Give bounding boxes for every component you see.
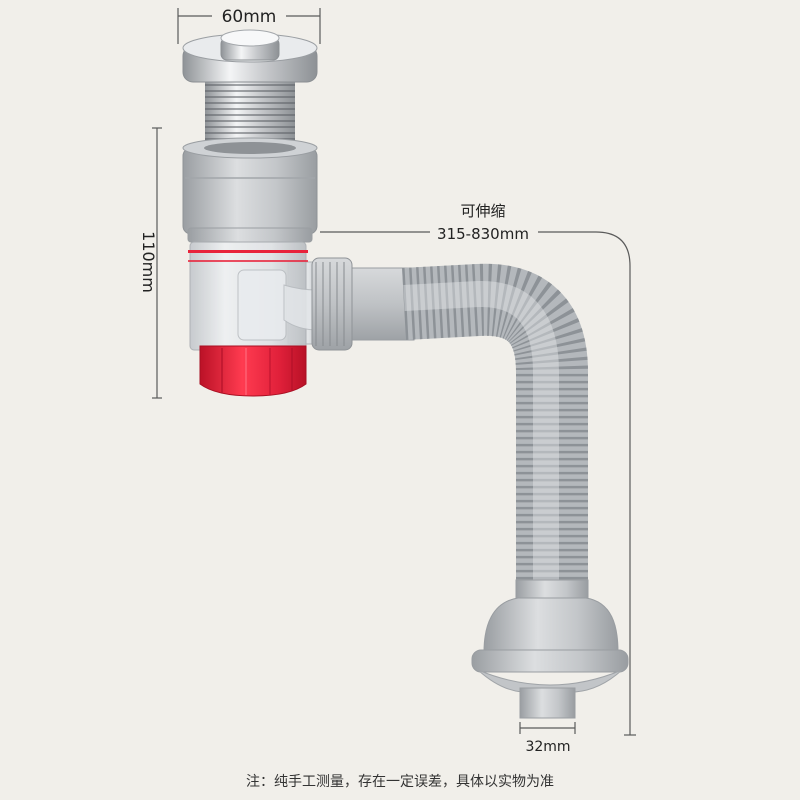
coupling-nut-body: [182, 147, 318, 235]
coupling-nut-lip: [187, 227, 313, 243]
outlet-diameter-label: 32mm: [525, 739, 570, 755]
inner-standpipe: [237, 269, 287, 341]
outlet-tube: [519, 687, 576, 719]
red-nut-body: [199, 345, 307, 397]
hose-highlight: [403, 280, 559, 596]
corrugated-hose: [402, 263, 588, 596]
bell-dome: [483, 597, 619, 653]
red-seal-ring: [188, 250, 308, 253]
measurement-note: 注：纯手工测量，存在一定误差，具体以实物为准: [246, 774, 554, 790]
transparent-body: [188, 241, 319, 351]
side-outlet: [311, 257, 415, 351]
side-outlet-nut-ribs: [314, 262, 350, 346]
bell-underside: [477, 669, 623, 693]
hose-range-label: 315-830mm: [437, 225, 529, 243]
red-bottom-nut: [199, 345, 307, 397]
gray-coupling-nut: [182, 137, 318, 243]
bottom-seal-bell: [471, 579, 629, 719]
hose-ribs: [402, 263, 588, 596]
drain-head: [182, 29, 318, 156]
bell-flange: [471, 649, 629, 673]
dimension-body-height: 110mm: [139, 127, 162, 399]
dim-line-hose-curve: [538, 231, 631, 735]
dimension-hose-length: 可伸缩 315-830mm: [320, 202, 636, 736]
hose-extendable-label: 可伸缩: [460, 202, 505, 220]
coupling-nut-opening: [204, 142, 296, 154]
popup-plug-top: [220, 29, 280, 47]
dimension-top-width: 60mm: [177, 7, 321, 44]
red-seal-ring-lower: [188, 260, 308, 262]
body-height-label: 110mm: [139, 231, 158, 293]
top-width-label: 60mm: [222, 7, 277, 27]
dimension-outlet-diameter: 32mm: [519, 722, 576, 755]
